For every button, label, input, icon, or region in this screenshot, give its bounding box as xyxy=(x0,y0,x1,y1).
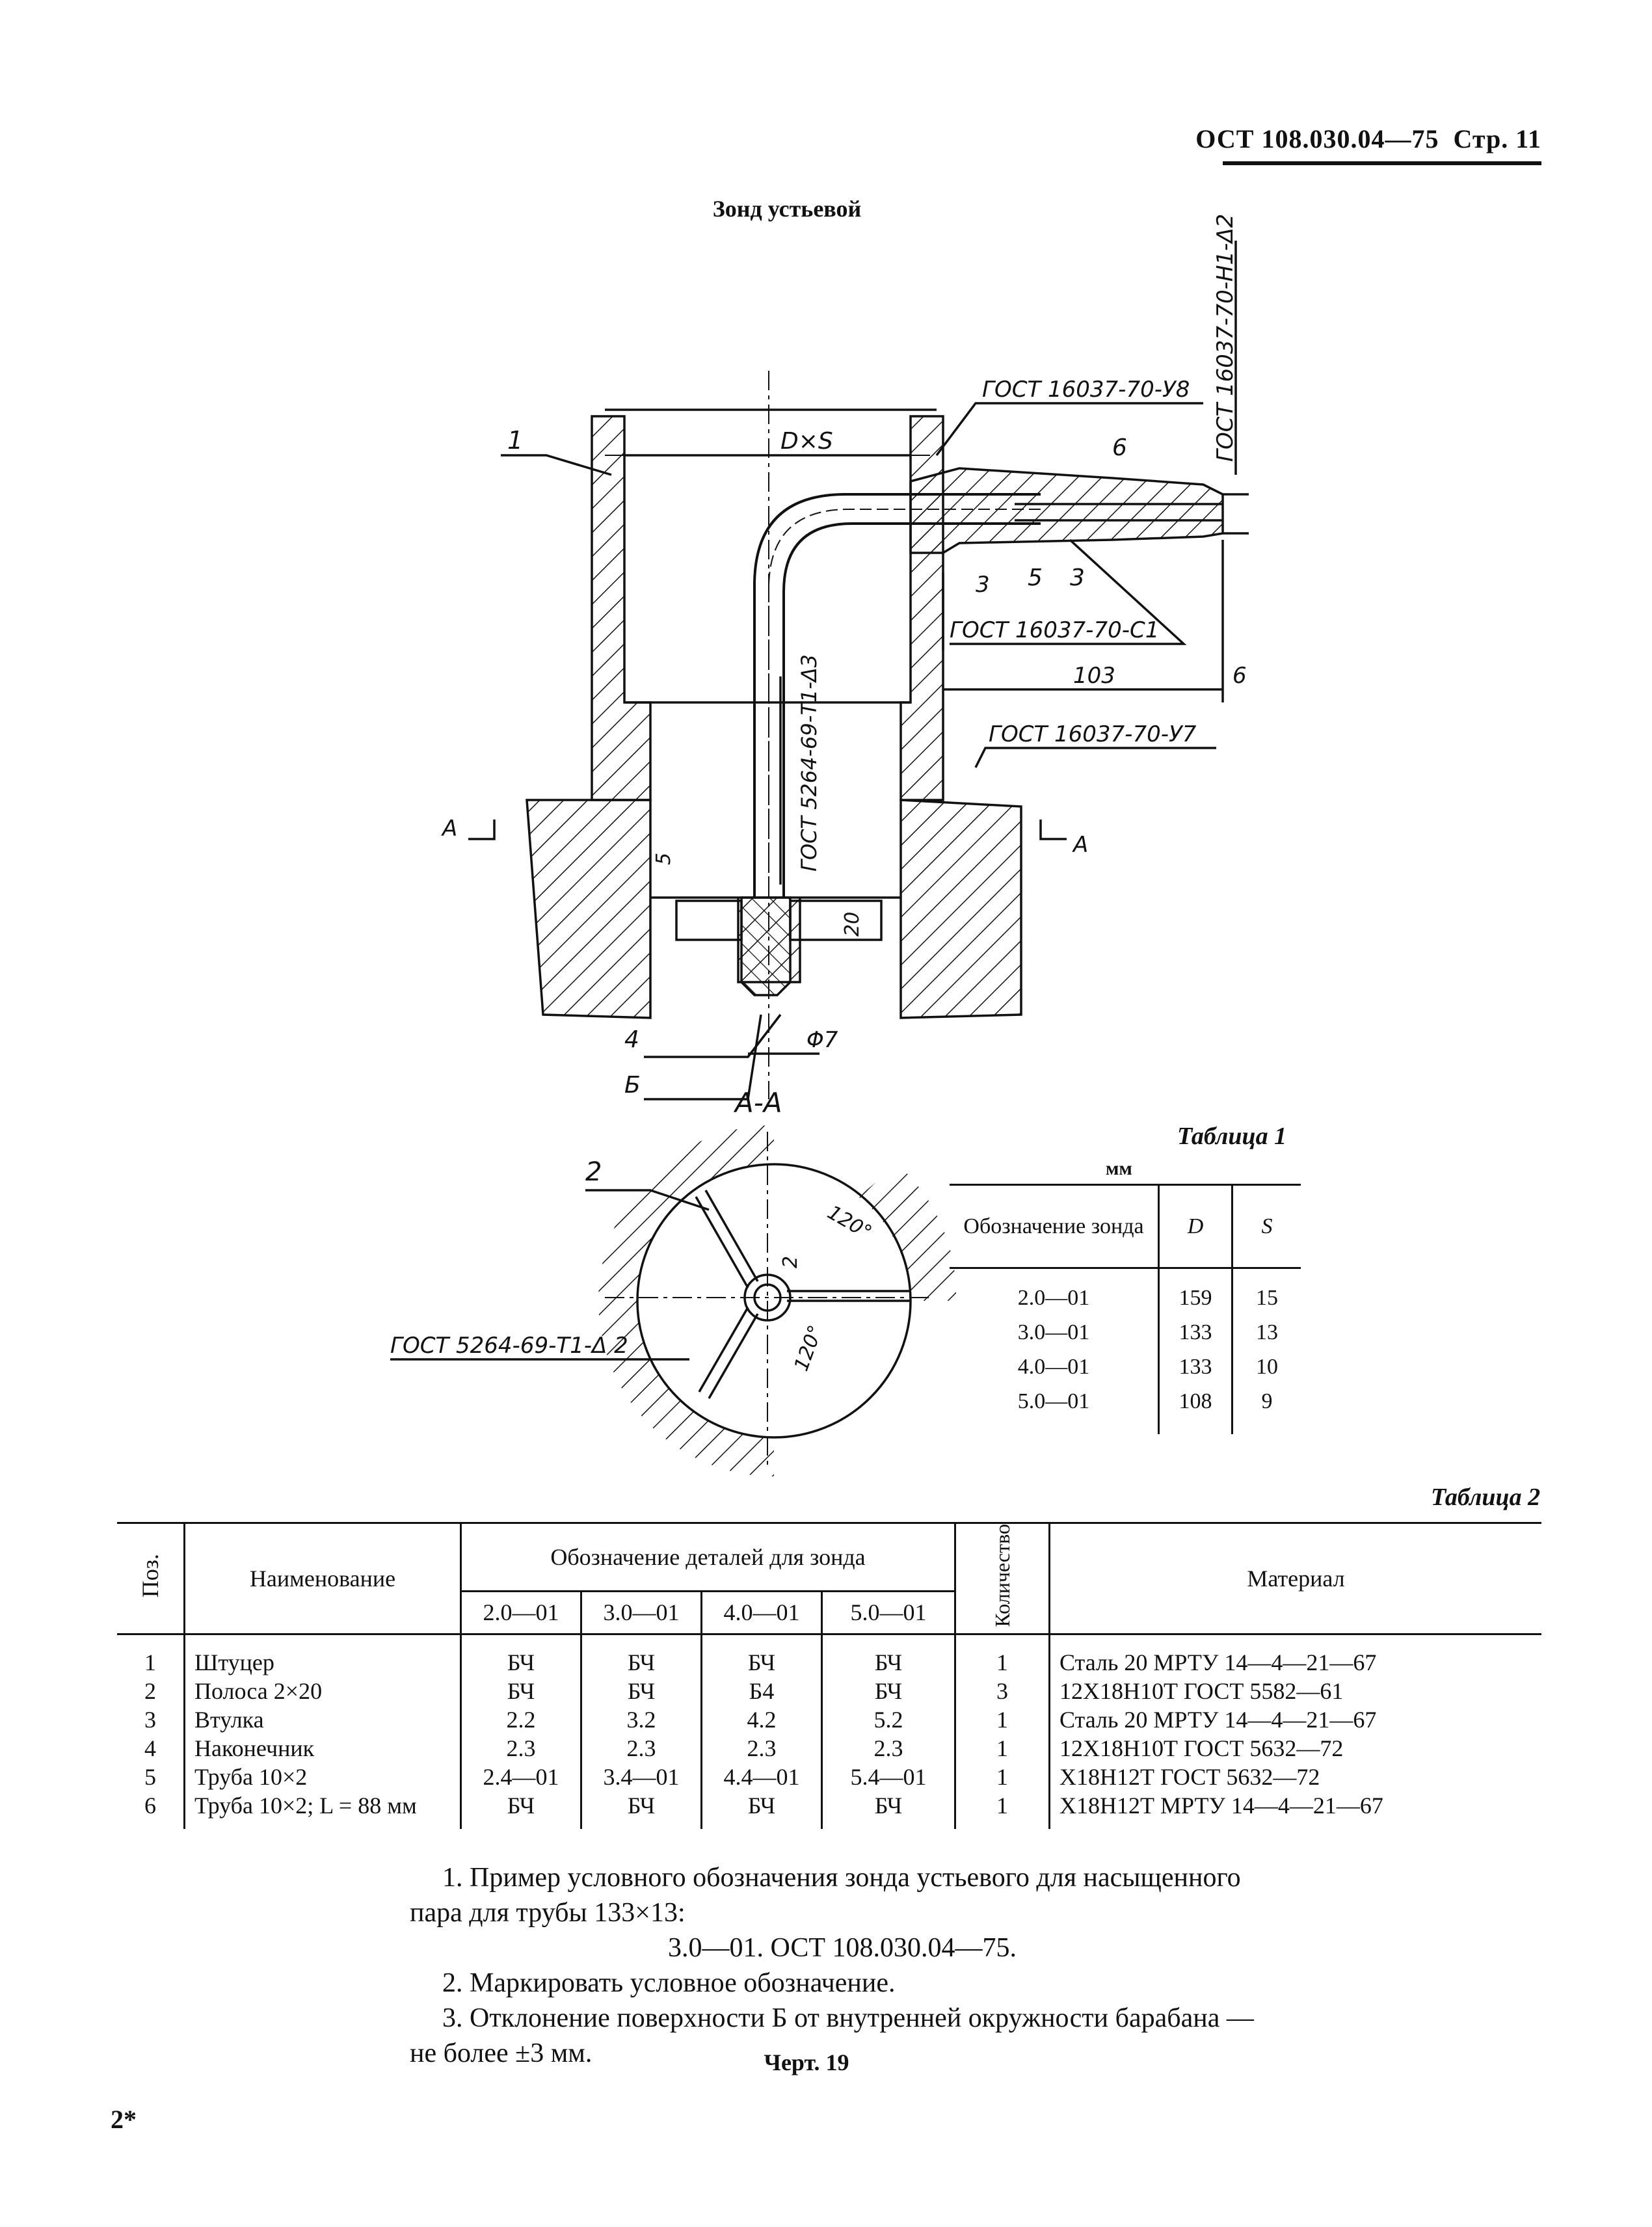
tube-tip xyxy=(740,896,792,996)
t2-header-name: Наименование xyxy=(184,1522,462,1635)
leader-d5: ГОСТ 5264-69-Т1-Δ3 xyxy=(797,654,821,872)
footer-mark: 2* xyxy=(111,2105,137,2134)
pos-5: 5 xyxy=(1028,565,1043,591)
table2: Поз. Наименование Обозначение деталей дл… xyxy=(117,1522,1541,1829)
pos-b: Б xyxy=(624,1072,641,1099)
header-rule xyxy=(1223,161,1541,165)
table2-caption: Таблица 2 xyxy=(1431,1484,1541,1511)
t2-header-group: Обозначение деталей для зонда xyxy=(460,1522,956,1592)
note-1-example: 3.0—01. ОСТ 108.030.04—75. xyxy=(667,1933,1017,1963)
dim-103: 103 xyxy=(1073,663,1115,689)
section-mark-right: А xyxy=(1072,832,1088,858)
leader-d4: ГОСТ 16037-70-У7 xyxy=(989,721,1197,747)
note-3: 3. Отклонение поверхности Б от внутренне… xyxy=(410,2003,1254,2068)
table1-caption: Таблица 1 xyxy=(1177,1123,1287,1150)
t2-header-pos: Поз. xyxy=(117,1522,185,1635)
t2-header-qty: Количество xyxy=(955,1522,1050,1635)
table-row: 3.0—01 133 13 xyxy=(950,1315,1301,1350)
note-1: 1. Пример условного обозначения зонда ус… xyxy=(410,1863,1241,1928)
leader-d6: ГОСТ 5264-69-Т1-Δ 2 xyxy=(390,1333,628,1359)
technical-drawing: 1 D×S ГОСТ 16037-70-У8 ГОСТ 16037-70-Н1-… xyxy=(390,214,1249,1476)
pos-6: 6 xyxy=(1112,434,1127,461)
dim-20: 20 xyxy=(841,912,864,937)
section-label: А-А xyxy=(733,1087,782,1119)
t1-header-designation: Обозначение зонда xyxy=(950,1184,1160,1269)
leader-d2: ГОСТ 16037-70-Н1-Δ2 xyxy=(1212,214,1238,462)
boss-sleeve xyxy=(909,467,1224,554)
leader-d3: ГОСТ 16037-70-С1 xyxy=(950,617,1159,643)
bent-tube xyxy=(753,493,1041,898)
notes: 1. Пример условного обозначения зонда ус… xyxy=(410,1860,1275,2071)
table1: Обозначение зонда D S 2.0—01 159 15 3.0—… xyxy=(950,1184,1301,1434)
dim-phi7: Φ7 xyxy=(806,1027,838,1053)
dim-5: 5 xyxy=(652,853,675,865)
pos-1: 1 xyxy=(507,426,523,455)
t2-header-material: Материал xyxy=(1049,1522,1541,1635)
dim-dxs: D×S xyxy=(780,428,833,455)
t1-header-s: S xyxy=(1232,1184,1301,1269)
table-row: 5.0—01 108 9 xyxy=(950,1384,1301,1434)
doc-code: ОСТ 108.030.04—75 xyxy=(1195,124,1439,153)
leader-d1: ГОСТ 16037-70-У8 xyxy=(982,377,1190,403)
pos-4: 4 xyxy=(624,1026,639,1053)
pos-2: 2 xyxy=(585,1157,602,1187)
page-number: Стр. 11 xyxy=(1453,124,1541,153)
document-header: ОСТ 108.030.04—75 Стр. 11 xyxy=(1195,124,1541,154)
pos-3a: 3 xyxy=(1070,565,1085,591)
figure-label: Черт. 19 xyxy=(764,2049,849,2075)
section-mark-left: А xyxy=(441,816,457,842)
fitting-left-wall xyxy=(591,415,652,801)
dim-2: 2 xyxy=(779,1256,802,1268)
dim-3: 3 xyxy=(976,572,990,598)
strip xyxy=(675,900,743,941)
table-row: 2.0—01 159 15 xyxy=(950,1268,1301,1315)
t1-header-d: D xyxy=(1158,1184,1233,1269)
note-2: 2. Маркировать условное обозначение. xyxy=(442,1968,896,1998)
drawing-title: Зонд устьевой xyxy=(712,196,862,222)
dim-6: 6 xyxy=(1232,663,1247,689)
table1-units: мм xyxy=(1106,1158,1132,1179)
table-row: 4.0—01 133 10 xyxy=(950,1350,1301,1384)
